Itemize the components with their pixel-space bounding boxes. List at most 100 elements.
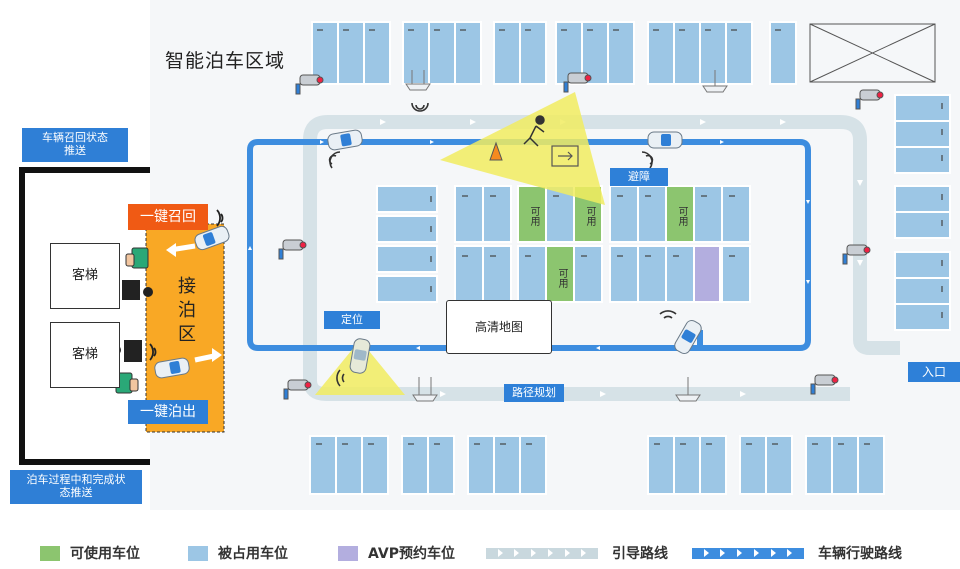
inner-left-column [376, 185, 438, 303]
legend-guide: 引导路线 [486, 540, 668, 566]
car-icon-top-right [647, 131, 683, 149]
legend-drive: 车辆行驶路线 [692, 540, 902, 566]
available-label: 可用 [556, 268, 567, 288]
cart-icon [551, 145, 579, 167]
drive-chevron [596, 346, 600, 350]
parking-spot [376, 275, 438, 303]
car-icon-top-left [327, 129, 363, 151]
camera-icon [278, 239, 307, 260]
legend-label-guide: 引导路线 [612, 546, 668, 562]
parking-spot [699, 435, 727, 495]
guide-chevron [857, 180, 863, 186]
drive-chevron [806, 280, 810, 284]
zone-char-1: 接 [178, 276, 196, 297]
zone-char-3: 区 [178, 324, 196, 345]
parking-spot [894, 120, 951, 148]
parking-spot [857, 435, 885, 495]
router-icon [412, 377, 438, 402]
parking-spot [309, 435, 337, 495]
drive-chevron [430, 140, 434, 144]
parking-spot [376, 215, 438, 243]
parking-spot [647, 21, 675, 85]
parking-spot [376, 185, 438, 213]
parking-spot [363, 21, 391, 85]
parking-spot [607, 21, 635, 85]
one-key-park-button[interactable]: 一键泊出 [128, 400, 208, 424]
drive-route-loop [247, 139, 811, 351]
drive-chevron [720, 140, 724, 144]
lidar-sensor-cone [440, 92, 605, 205]
parking-spot [482, 185, 512, 243]
elevator-top: 客梯 [50, 243, 120, 309]
guide-chevron [700, 119, 706, 125]
parking-spot [482, 245, 512, 303]
page-title: 智能泊车区域 [165, 50, 286, 72]
parking-spot [454, 21, 482, 85]
hd-map-box: 高清地图 [446, 300, 552, 354]
parking-spot [454, 245, 484, 303]
parking-spot [335, 435, 363, 495]
parking-push-text: 泊车过程中和完成状态推送 [26, 473, 126, 499]
parking-spot [573, 245, 603, 303]
guide-chevron [380, 119, 386, 125]
top-parking-row [311, 21, 797, 85]
traffic-cone-icon [489, 141, 503, 161]
parking-spot [454, 185, 484, 243]
parking-spot [693, 185, 723, 243]
phone-icon-bottom [115, 372, 139, 394]
parking-spot [699, 21, 727, 85]
guide-chevron [857, 260, 863, 266]
guide-chevron [740, 391, 746, 397]
camera-icon [842, 244, 871, 265]
building-outline [19, 167, 150, 465]
parking-spot [647, 435, 675, 495]
available-spot [517, 185, 547, 243]
parking-spot [721, 245, 751, 303]
router-icon [675, 377, 701, 402]
park-arrow [194, 353, 215, 363]
available-label: 可用 [584, 206, 595, 226]
parking-diagram: 智能泊车区域 车辆召回状态推送 泊车过程中和完成状态推送 一键召回 一键泊出 客… [10, 21, 960, 504]
wifi-icon [149, 343, 157, 361]
reserved-area [809, 23, 936, 83]
legend-swatch-guide [486, 547, 598, 559]
wifi-icon [641, 151, 654, 169]
router-icons [405, 70, 728, 402]
parking-spot [894, 303, 951, 331]
router-icon [702, 70, 728, 93]
parking-spot [894, 277, 951, 305]
entrance-tag: 入口 [908, 362, 960, 382]
parking-spot [361, 435, 389, 495]
wifi-icon [216, 209, 224, 227]
parking-spot [609, 245, 639, 303]
parking-spot [609, 185, 639, 243]
parking-spot [519, 435, 547, 495]
wifi-icon [411, 102, 429, 112]
recall-push-box: 车辆召回状态推送 [22, 128, 128, 162]
guide-chevron [470, 119, 476, 125]
right-parking-column [894, 94, 951, 331]
one-key-recall-button[interactable]: 一键召回 [128, 204, 208, 230]
parking-spot [637, 245, 667, 303]
parking-spot [402, 21, 430, 85]
phone-icon-top [125, 247, 149, 269]
pickup-zone [145, 223, 225, 433]
zone-car-top [194, 225, 230, 251]
parking-spot [894, 211, 951, 239]
park-arrow-head [212, 348, 222, 362]
wifi-icon [336, 369, 345, 387]
parking-spot [725, 21, 753, 85]
available-label: 可用 [676, 206, 687, 226]
inner-lower-row [454, 245, 751, 303]
spot-dash-marks [316, 29, 943, 445]
parking-map-svg [19, 21, 951, 495]
legend-avp: AVP预约车位 [338, 540, 455, 566]
parking-spot [376, 245, 438, 273]
legend-occupied: 被占用车位 [188, 540, 288, 566]
legend-available: 可使用车位 [40, 540, 140, 566]
parking-spot [337, 21, 365, 85]
avoid-obstacle-tag: 避障 [610, 168, 668, 186]
guide-chevron [780, 119, 786, 125]
legend-label-occupied: 被占用车位 [218, 546, 288, 562]
parking-spot [428, 21, 456, 85]
